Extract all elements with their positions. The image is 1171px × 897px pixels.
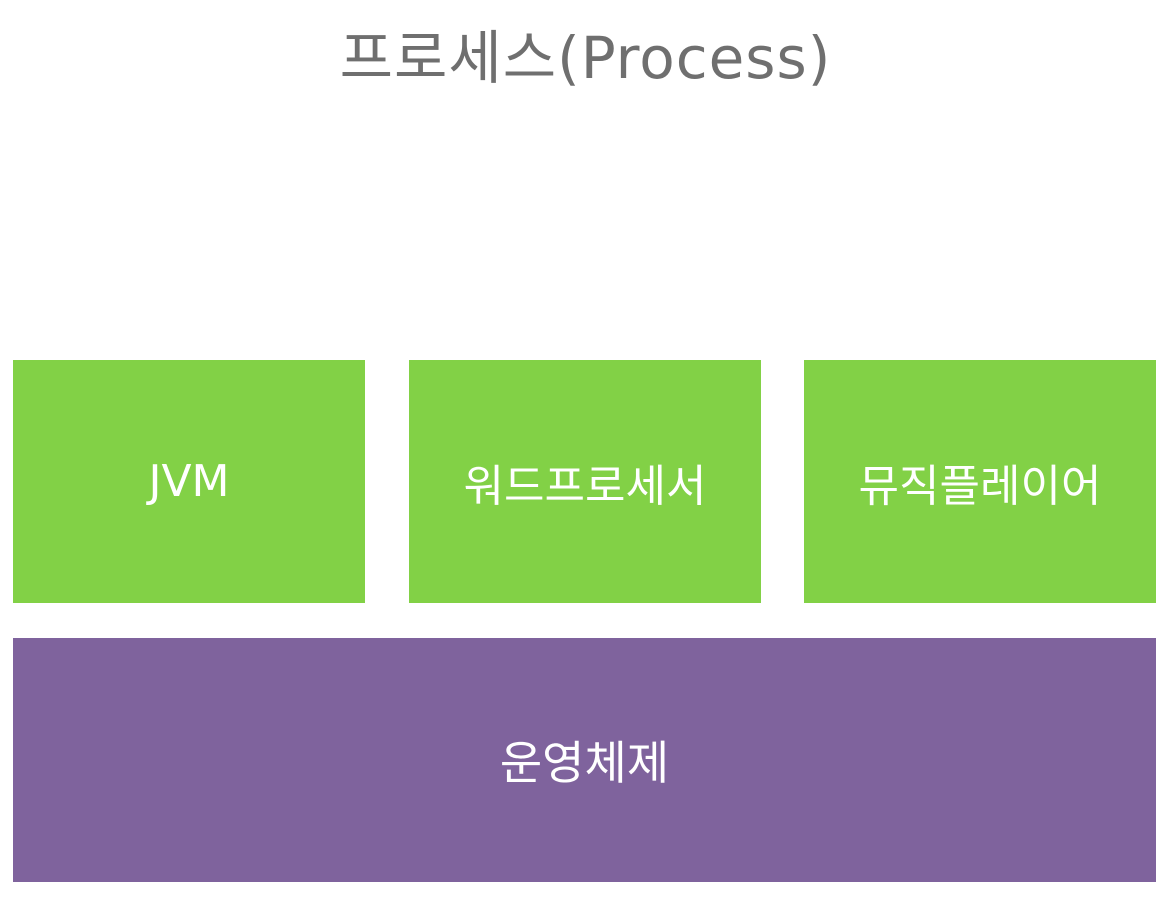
operating-system-label: 운영체제 bbox=[499, 736, 670, 790]
process-label-jvm: JVM bbox=[148, 456, 230, 507]
diagram-title: 프로세스(Process) bbox=[339, 24, 832, 92]
process-label-music-player: 뮤직플레이어 bbox=[858, 460, 1102, 512]
operating-system-box: 운영체제 bbox=[13, 638, 1156, 882]
process-box-music-player: 뮤직플레이어 bbox=[804, 360, 1156, 603]
process-box-jvm: JVM bbox=[13, 360, 365, 603]
process-box-word-processor: 워드프로세서 bbox=[409, 360, 761, 603]
process-label-word-processor: 워드프로세서 bbox=[463, 460, 707, 512]
